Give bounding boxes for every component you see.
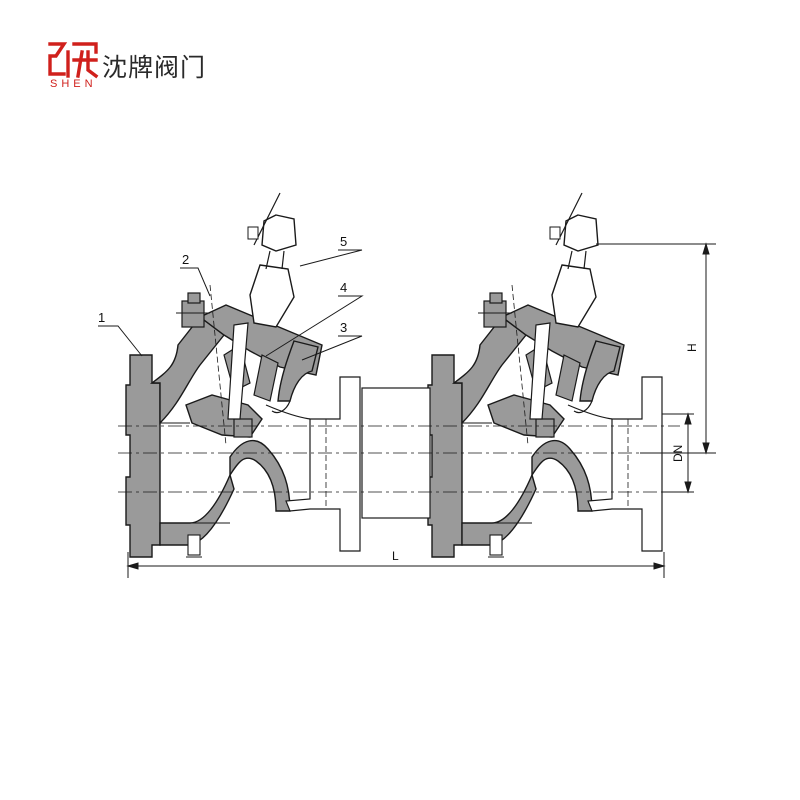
part-label-2: 2: [182, 252, 189, 267]
part-label-4: 4: [340, 280, 347, 295]
valve-left: [125, 192, 361, 558]
brand-sub: SHEN: [50, 78, 97, 90]
brand-logo: 沈牌阀门 SHEN: [46, 38, 216, 94]
dimension-length: [126, 552, 666, 578]
brand-name: 沈牌阀门: [102, 53, 207, 82]
dimension-height: [596, 242, 716, 455]
centerlines: [118, 425, 680, 493]
part-label-5: 5: [340, 234, 347, 249]
valve-right: [427, 192, 663, 558]
dimension-nominal-diameter: [662, 412, 694, 494]
dimension-length-label: L: [392, 549, 399, 563]
leader-lines: [98, 249, 364, 361]
brand-mark-icon: [48, 42, 99, 79]
dimension-nominal-diameter-label: DN: [671, 445, 685, 462]
dimension-height-label: H: [685, 343, 699, 352]
part-label-3: 3: [340, 320, 347, 335]
part-label-1: 1: [98, 310, 105, 325]
